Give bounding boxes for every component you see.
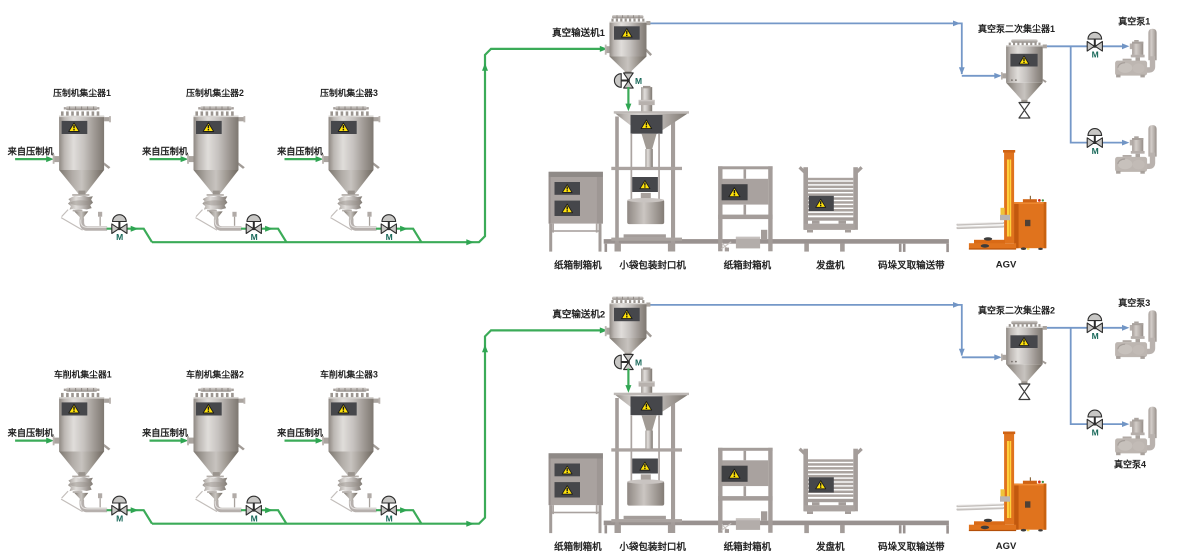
svg-text:真空输送机1: 真空输送机1 — [552, 27, 606, 39]
svg-text:压制机集尘器3: 压制机集尘器3 — [320, 87, 378, 98]
svg-text:车削机集尘器3: 车削机集尘器3 — [320, 369, 378, 380]
svg-text:车削机集尘器2: 车削机集尘器2 — [186, 369, 244, 380]
svg-text:车削机集尘器1: 车削机集尘器1 — [54, 369, 112, 380]
svg-text:真空输送机2: 真空输送机2 — [552, 308, 605, 320]
svg-text:压制机集尘器1: 压制机集尘器1 — [53, 87, 111, 98]
svg-text:真空泵二次集尘器2: 真空泵二次集尘器2 — [978, 304, 1055, 315]
svg-text:真空泵二次集尘器1: 真空泵二次集尘器1 — [978, 23, 1055, 34]
svg-text:真空泵1: 真空泵1 — [1118, 15, 1150, 26]
svg-text:压制机集尘器2: 压制机集尘器2 — [186, 87, 244, 98]
svg-text:真空泵4: 真空泵4 — [1114, 458, 1146, 469]
svg-text:真空泵3: 真空泵3 — [1118, 297, 1150, 308]
